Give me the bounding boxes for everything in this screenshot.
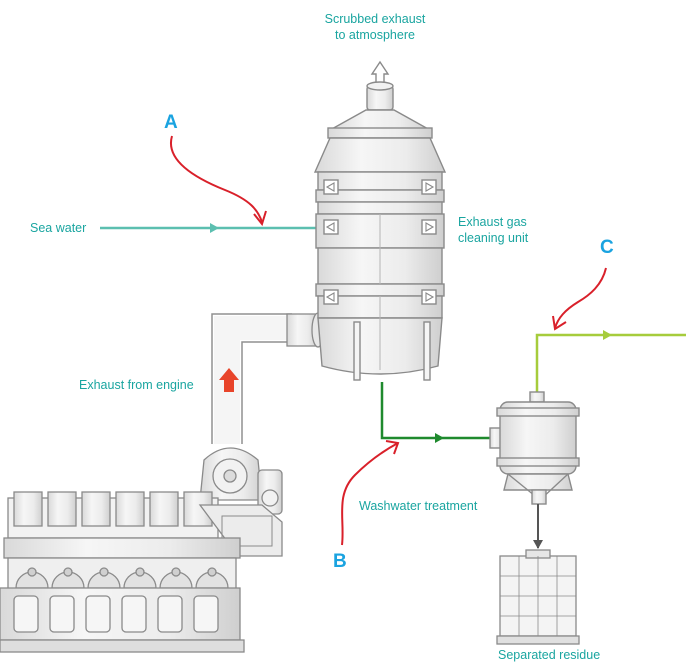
washwater-treatment-unit — [489, 391, 580, 505]
marine-engine — [0, 447, 283, 653]
marker-b: B — [333, 551, 347, 572]
marker-c: C — [600, 237, 614, 258]
egcu-label-line1: Exhaust gas — [458, 215, 527, 229]
exhaust-from-engine-label: Exhaust from engine — [79, 378, 194, 392]
annotation-arrow-c — [552, 267, 607, 331]
egcu-label: Exhaust gas cleaning unit — [458, 214, 528, 246]
scrubbed-exhaust-label: Scrubbed exhaust to atmosphere — [300, 11, 450, 43]
scrubbed-exhaust-label-line2: to atmosphere — [335, 28, 415, 42]
residue-line — [533, 504, 543, 549]
annotation-arrow-b — [341, 440, 400, 546]
separated-residue-label: Separated residue — [498, 648, 601, 662]
marker-a: A — [164, 112, 178, 133]
sea-water-line — [100, 223, 322, 233]
washwater-treatment-label: Washwater treatment — [359, 499, 478, 513]
exhaust-flow-arrow — [219, 368, 239, 392]
outlet-arrow — [370, 60, 390, 85]
egcu-label-line2: cleaning unit — [458, 231, 529, 245]
residue-container — [496, 549, 580, 645]
washwater-line — [380, 382, 492, 443]
exhaust-gas-cleaning-unit — [313, 81, 447, 381]
discharge-line — [535, 330, 686, 400]
sea-water-label: Sea water — [30, 221, 87, 235]
annotation-arrow-a — [169, 135, 267, 227]
scrubbed-exhaust-label-line1: Scrubbed exhaust — [324, 12, 426, 26]
exhaust-pipe — [211, 313, 292, 444]
